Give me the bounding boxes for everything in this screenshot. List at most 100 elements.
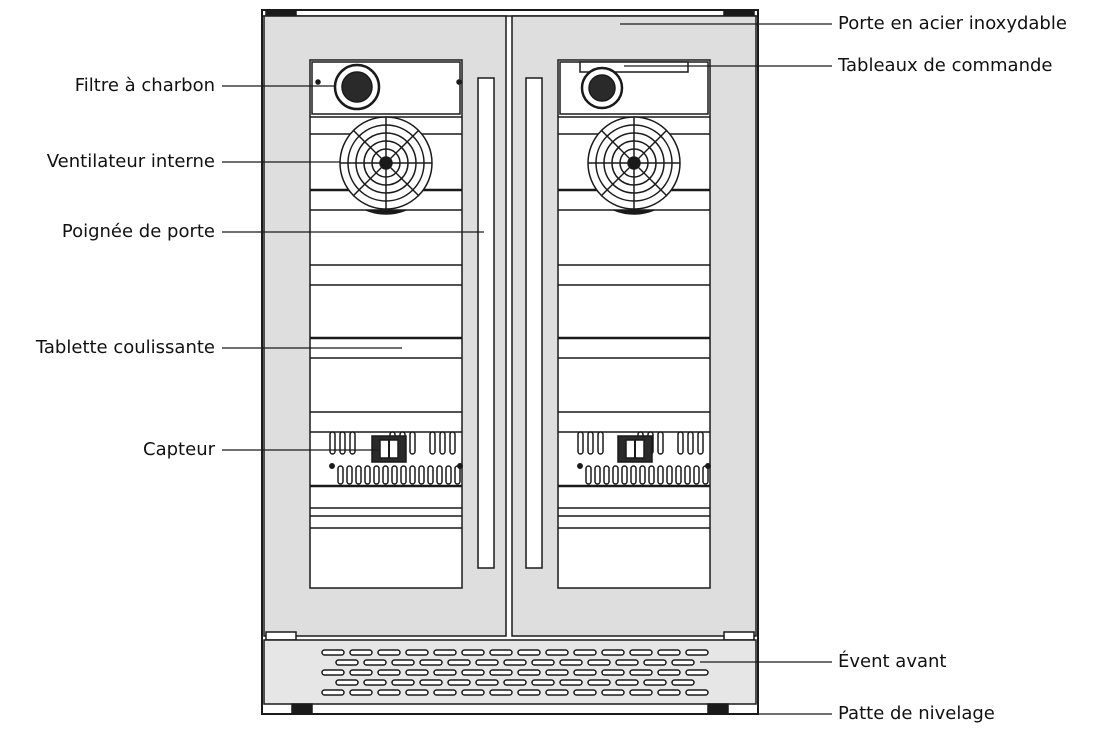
grille-slot [335,659,359,666]
label-front-vent: Évent avant [838,651,947,672]
left-leveling-foot [291,703,313,715]
right-door-handle [525,77,543,569]
top-hinge-right [723,9,755,17]
grille-slot [377,669,401,676]
bottom-hinge-left [265,631,297,641]
grille-slot [615,659,639,666]
vent-slot [648,465,655,485]
grille-slot [363,659,387,666]
grille-slot [419,659,443,666]
grille-slot [503,679,527,686]
control-panel-strip [579,61,689,73]
grille-slot [433,649,457,656]
vent-slot [364,465,371,485]
vent-slot [693,465,700,485]
grille-slot [615,679,639,686]
grille-slot [629,649,653,656]
vent-screw [457,463,463,469]
left-charcoal-filter [341,71,373,103]
vent-slot [657,465,664,485]
grille-slot [433,689,457,696]
grille-slot [349,689,373,696]
grille-slot [447,659,471,666]
grille-slot [629,689,653,696]
left-shelves [310,116,462,529]
grille-slot [685,649,709,656]
grille-slot [503,659,527,666]
grille-slot [587,679,611,686]
label-control-panels: Tableaux de commande [838,55,1053,76]
grille-slot [601,649,625,656]
vent-slot [409,465,416,485]
grille-slot [517,689,541,696]
vent-slot [657,431,664,455]
grille-slot [657,649,681,656]
grille-slot [433,669,457,676]
grille-slot [419,679,443,686]
label-sliding-shelf: Tablette coulissante [35,337,215,358]
grille-slot [559,679,583,686]
label-leveling-foot: Patte de nivelage [838,703,995,724]
vent-slot [355,465,362,485]
vent-slot [630,465,637,485]
front-vent-grille [321,649,709,696]
grille-slot [321,689,345,696]
vent-slot [337,465,344,485]
vent-slot [409,431,416,455]
vent-slot [585,465,592,485]
top-hinge-left [265,9,297,17]
vent-slot [677,431,684,455]
grille-slot [671,659,695,666]
grille-slot [657,689,681,696]
vent-slot [429,431,436,455]
vent-slot [400,465,407,485]
grille-slot [489,689,513,696]
label-stainless-door: Porte en acier inoxydable [838,13,1067,34]
grille-slot [559,659,583,666]
grille-slot [601,689,625,696]
grille-slot [629,669,653,676]
grille-slot [349,669,373,676]
grille-slot [643,679,667,686]
vent-slot [666,465,673,485]
vent-slot [436,465,443,485]
left-door-handle [477,77,495,569]
grille-slot [377,649,401,656]
grille-slot [321,669,345,676]
vent-slot [577,431,584,455]
bottom-hinge-right [723,631,755,641]
grille-slot [405,649,429,656]
grille-slot [489,669,513,676]
left-filter-screw [315,79,321,85]
grille-slot [475,659,499,666]
vent-slot [603,465,610,485]
vent-slot [445,465,452,485]
vent-slot [382,465,389,485]
grille-slot [643,659,667,666]
vent-screw [705,463,711,469]
grille-slot [573,689,597,696]
grille-slot [363,679,387,686]
grille-slot [461,669,485,676]
right-leveling-foot [707,703,729,715]
grille-slot [657,669,681,676]
vent-slot [621,465,628,485]
grille-slot [377,689,401,696]
grille-slot [545,669,569,676]
grille-slot [601,669,625,676]
grille-slot [587,659,611,666]
grille-slot [685,669,709,676]
grille-slot [405,669,429,676]
vent-slot [346,465,353,485]
label-sensor: Capteur [143,439,215,460]
grille-slot [405,689,429,696]
vent-slot [373,465,380,485]
vent-slot [684,465,691,485]
vent-slot [439,431,446,455]
vent-slot [427,465,434,485]
right-charcoal-filter [588,74,616,102]
leader-lines [222,23,832,715]
grille-slot [489,649,513,656]
grille-slot [545,689,569,696]
